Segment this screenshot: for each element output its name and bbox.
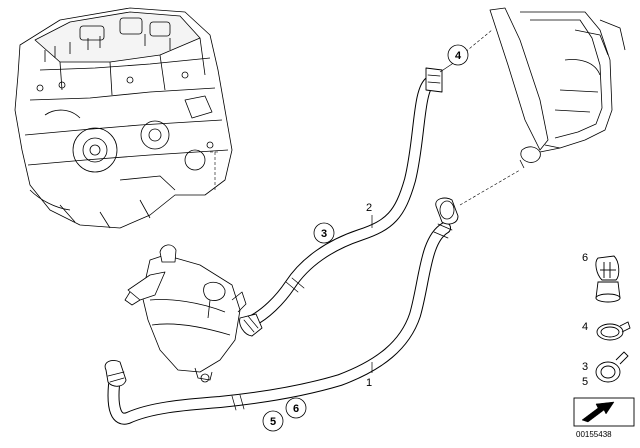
legend-label-6: 6 — [582, 252, 588, 264]
hose-1 — [104, 197, 459, 425]
heater-core-assembly — [489, 7, 626, 169]
circled-callout-5: 5 — [262, 410, 284, 432]
hose-clamp-icon — [596, 321, 631, 341]
parts-legend: 6 4 3 5 00155438 — [573, 252, 635, 439]
legend-label-3: 3 — [582, 361, 588, 373]
circled-callout-4: 4 — [447, 44, 469, 66]
reference-box: 00155438 — [573, 397, 635, 439]
engine-block — [14, 7, 233, 229]
hose-2 — [239, 67, 443, 337]
circled-callout-6-label: 6 — [293, 403, 299, 415]
reference-number: 00155438 — [576, 430, 612, 439]
circled-callout-3: 3 — [313, 222, 335, 244]
expansion-tank — [124, 244, 247, 383]
circled-callout-5-label: 5 — [270, 416, 276, 428]
callouts: 2 1 3 4 5 6 — [262, 44, 469, 432]
callout-hose-2: 2 — [366, 202, 372, 214]
legend-label-5: 5 — [582, 376, 588, 388]
circled-callout-3-label: 3 — [321, 228, 327, 240]
arrow-icon — [581, 401, 615, 423]
spring-clamp-icon — [595, 351, 629, 383]
guide-lines — [210, 29, 521, 206]
callout-hose-1: 1 — [366, 377, 372, 389]
circled-callout-4-label: 4 — [455, 50, 462, 62]
circled-callout-6: 6 — [285, 397, 307, 419]
clip-icon — [595, 255, 621, 303]
legend-label-4: 4 — [582, 321, 588, 333]
